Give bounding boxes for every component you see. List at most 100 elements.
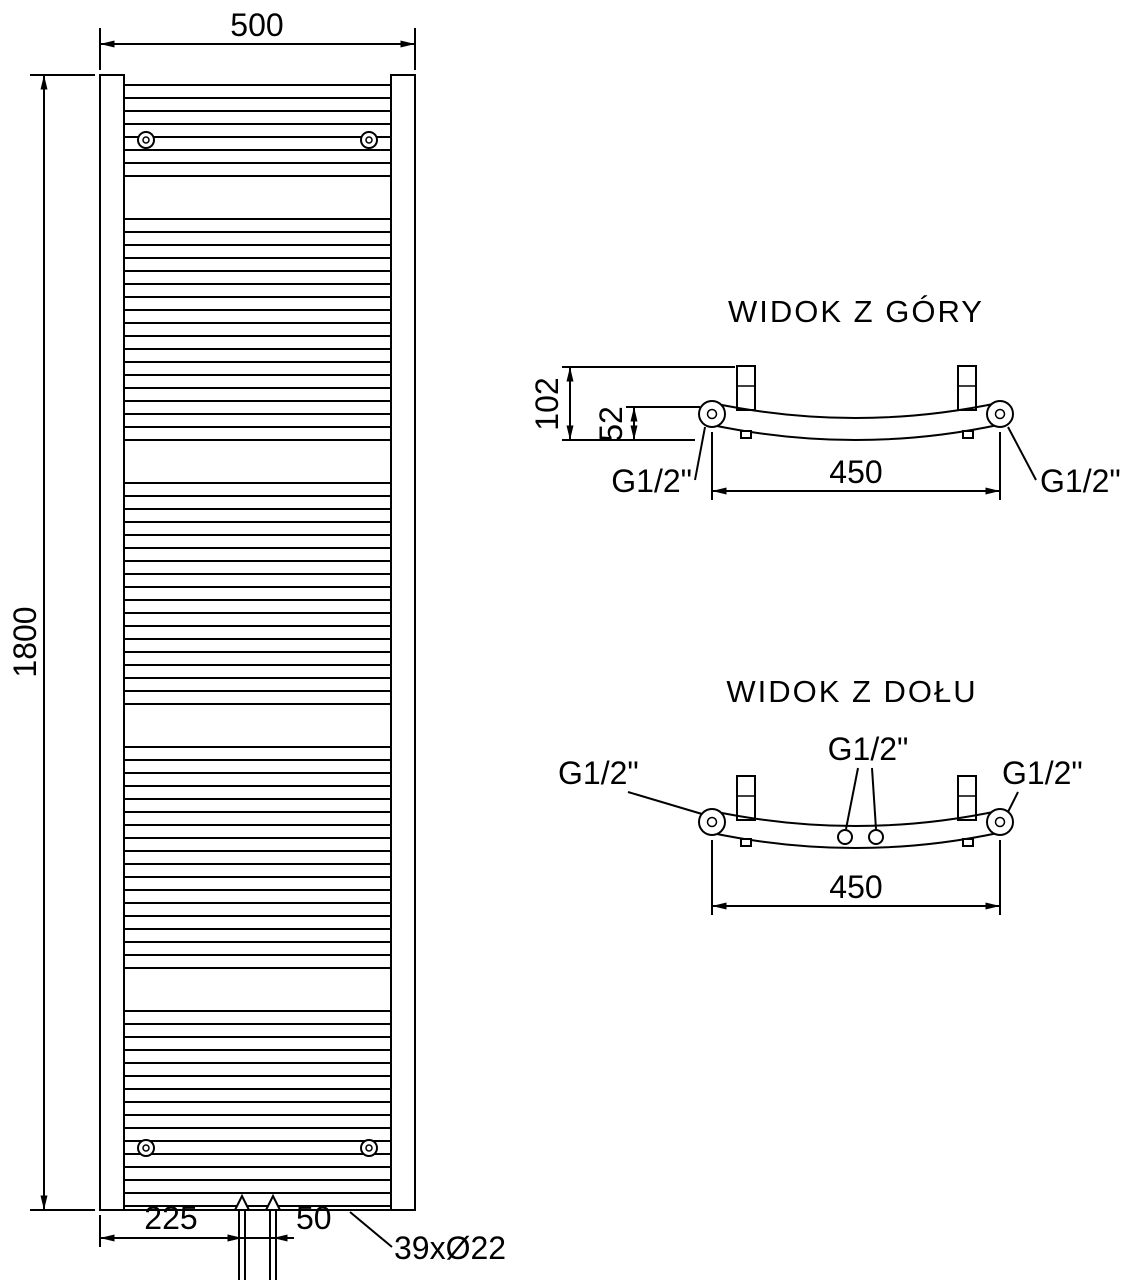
radiator-rung (123, 560, 392, 575)
dim-height: 1800 (7, 74, 95, 1211)
radiator-rung (123, 586, 392, 601)
radiator-rung (123, 612, 392, 627)
connection-label-right: G1/2" (1002, 755, 1083, 791)
radiator-rung (123, 244, 392, 259)
radiator-rung (123, 772, 392, 787)
left-collector-tube (99, 74, 125, 1211)
connection-callout-center: G1/2" (828, 731, 909, 830)
dim-pipe-spacing: 50 (221, 1200, 332, 1242)
collector-end-inner (706, 408, 718, 420)
radiator-rung (123, 798, 392, 813)
collector-end (698, 400, 726, 428)
top-view-title: WIDOK Z GÓRY (728, 294, 984, 329)
curved-tube-back-edge (711, 832, 999, 849)
collector-end (698, 808, 726, 836)
bracket-circle (137, 131, 155, 149)
curved-tube-back-edge (711, 424, 999, 441)
wall-bracket (736, 365, 756, 411)
dim-axis-offset-label: 52 (593, 406, 629, 442)
center-connection (868, 829, 884, 845)
radiator-rung (123, 876, 392, 891)
valve-symbol (264, 1193, 282, 1211)
dim-width: 500 (99, 7, 416, 70)
radiator-rung (123, 850, 392, 865)
radiator-rungs (123, 84, 392, 1207)
connection-label-left: G1/2" (558, 755, 639, 791)
radiator-rung (123, 1036, 392, 1051)
right-collector-tube (390, 74, 416, 1211)
connection-callout-right: G1/2" (1007, 426, 1121, 499)
bracket-foot (740, 430, 752, 439)
radiator-rung (123, 508, 392, 523)
radiator-rung (123, 296, 392, 311)
radiator-rung (123, 374, 392, 389)
dim-left-offset-label: 225 (144, 1200, 197, 1236)
radiator-rung (123, 218, 392, 233)
tube-spec-label: 39xØ22 (394, 1230, 506, 1266)
top-view: WIDOK Z GÓRY 102 52 (529, 294, 1121, 500)
curved-tube-front-edge (711, 402, 999, 419)
front-view: 500 1800 225 50 39xØ22 (7, 7, 506, 1280)
mounting-brackets (137, 131, 378, 1157)
dim-depth: 102 (529, 366, 735, 441)
leader-line (627, 791, 703, 815)
bottom-view-title: WIDOK Z DOŁU (726, 674, 977, 709)
radiator-rung (123, 136, 392, 151)
dim-connection-spacing-label: 450 (829, 869, 882, 905)
dim-depth-label: 102 (529, 377, 565, 430)
radiator-rung (123, 664, 392, 679)
bracket-circle (137, 1139, 155, 1157)
radiator-rung (123, 426, 392, 441)
radiator-rung (123, 746, 392, 761)
leader-line (349, 1211, 393, 1248)
dim-pipe-spacing-label: 50 (296, 1200, 332, 1236)
wall-bracket (957, 775, 977, 821)
bracket-foot (740, 838, 752, 847)
collector-end-inner (706, 816, 718, 828)
dim-width-label: 500 (230, 7, 283, 43)
dim-left-offset: 225 (99, 1200, 242, 1247)
collector-end-inner (994, 408, 1006, 420)
dim-axis-offset: 52 (593, 406, 700, 442)
radiator-rung (123, 482, 392, 497)
tube-spec-callout: 39xØ22 (349, 1211, 506, 1266)
radiator-rung (123, 270, 392, 285)
radiator-rung (123, 400, 392, 415)
bracket-circle (360, 131, 378, 149)
wall-bracket (736, 775, 756, 821)
bracket-circle-inner (142, 136, 150, 144)
radiator-rung (123, 824, 392, 839)
leader-line (1007, 426, 1037, 481)
radiator-rung (123, 1140, 392, 1155)
collector-end (986, 808, 1014, 836)
radiator-rung (123, 954, 392, 969)
radiator-rung (123, 1010, 392, 1025)
bracket-foot (962, 838, 974, 847)
dim-connection-spacing-bottom: 450 (711, 840, 1001, 915)
radiator-rung (123, 348, 392, 363)
curved-tube-front-edge (711, 810, 999, 827)
bracket-foot (962, 430, 974, 439)
radiator-rung (123, 1062, 392, 1077)
radiator-rung (123, 902, 392, 917)
radiator-rung (123, 1088, 392, 1103)
connection-callout-right: G1/2" (1002, 755, 1083, 815)
leader-line (1006, 791, 1019, 815)
dim-connection-spacing-top: 450 (711, 432, 1001, 500)
radiator-rung (123, 110, 392, 125)
radiator-rung (123, 928, 392, 943)
collector-end (986, 400, 1014, 428)
connection-label-left: G1/2" (611, 463, 692, 499)
radiator-rung (123, 534, 392, 549)
bracket-circle-inner (142, 1144, 150, 1152)
bracket-circle (360, 1139, 378, 1157)
collector-end-inner (994, 816, 1006, 828)
radiator-rung (123, 1114, 392, 1129)
radiator-rung (123, 322, 392, 337)
dim-connection-spacing-label: 450 (829, 454, 882, 490)
connection-label-right: G1/2" (1040, 463, 1121, 499)
bottom-connections (233, 1193, 282, 1280)
connection-label-center: G1/2" (828, 731, 909, 767)
leader-line (871, 767, 877, 830)
